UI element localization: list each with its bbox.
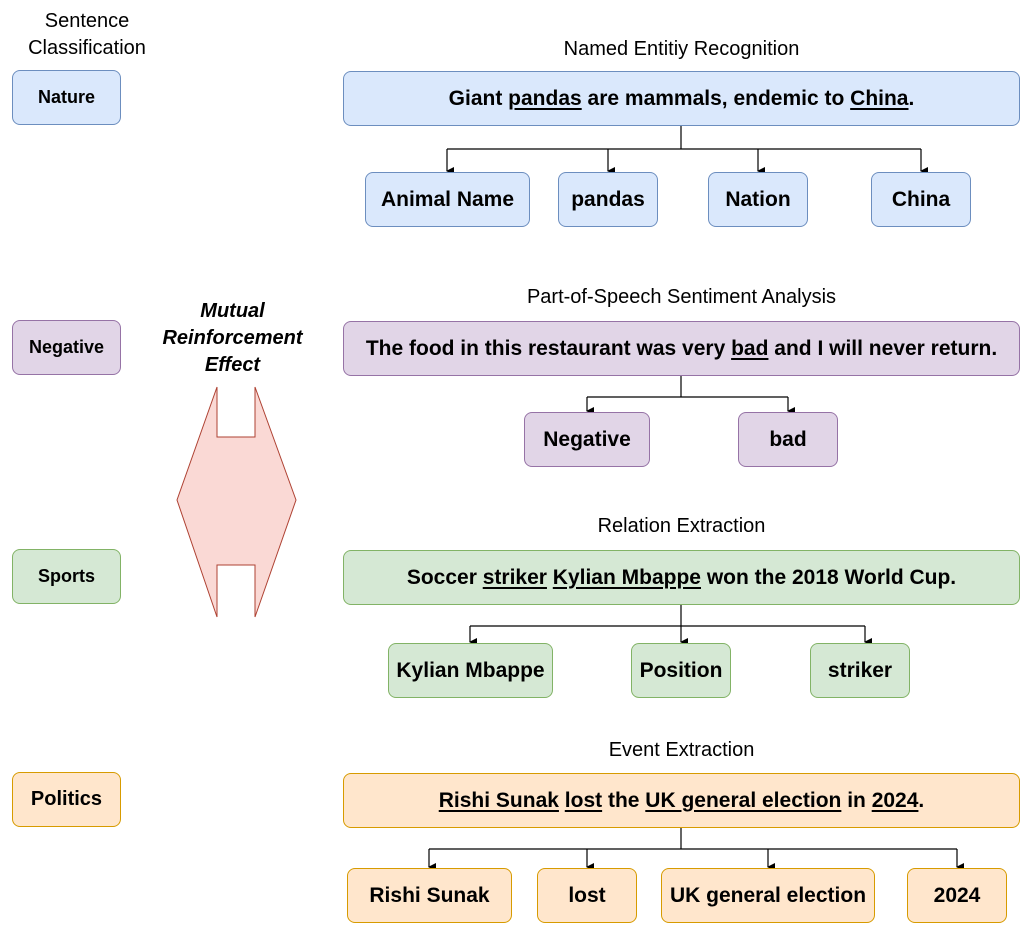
highlighted-span: striker <box>482 565 547 589</box>
entity-uk-general-election: UK general election <box>661 868 875 923</box>
entity-pandas: pandas <box>558 172 658 227</box>
sentence-fragment: . <box>908 86 915 110</box>
sentence-fragment: Soccer <box>406 565 483 589</box>
highlighted-span: Rishi Sunak <box>438 788 559 812</box>
entity-animal-name: Animal Name <box>365 172 530 227</box>
sentence-ner: Giant pandas are mammals, endemic to Chi… <box>343 71 1020 126</box>
sentence-fragment: . <box>918 788 925 812</box>
classification-title: Sentence Classification <box>28 10 146 59</box>
entity-nation: Nation <box>708 172 808 227</box>
category-sports: Sports <box>12 549 121 604</box>
sentence-fragment: won the 2018 World Cup. <box>701 565 957 589</box>
connector-trunk <box>429 828 957 850</box>
sentence-fragment: in <box>841 788 872 812</box>
sentence-text: Soccer striker Kylian Mbappe won the 201… <box>407 566 956 590</box>
category-negative: Negative <box>12 320 121 375</box>
task-title-relation: Relation Extraction <box>597 515 766 537</box>
entity-position: Position <box>631 643 731 698</box>
sentence-fragment: are mammals, endemic to <box>581 86 851 110</box>
highlighted-span: 2024 <box>871 788 919 812</box>
sentence-fragment: Giant <box>448 86 509 110</box>
highlighted-span: lost <box>564 788 603 812</box>
connector-trunk <box>447 126 921 150</box>
category-nature: Nature <box>12 70 121 125</box>
entity-bad: bad <box>738 412 838 467</box>
category-politics: Politics <box>12 772 121 827</box>
sentence-text: Rishi Sunak lost the UK general election… <box>439 789 925 813</box>
highlighted-span: China <box>850 86 909 110</box>
connector-trunk <box>470 605 865 627</box>
mutual-reinforcement-arrow <box>176 386 297 618</box>
task-title-ner: Named Entitiy Recognition <box>563 38 800 60</box>
highlighted-span: bad <box>731 336 769 360</box>
sentence-fragment: and I will never return. <box>768 336 998 360</box>
highlighted-span: UK general election <box>645 788 842 812</box>
entity-2024: 2024 <box>907 868 1007 923</box>
highlighted-span: pandas <box>508 86 582 110</box>
task-title-event: Event Extraction <box>608 739 755 761</box>
entity-negative: Negative <box>524 412 650 467</box>
sentence-fragment: The food in this restaurant was very <box>365 336 732 360</box>
entity-kylian-mbappe: Kylian Mbappe <box>388 643 553 698</box>
sentence-event: Rishi Sunak lost the UK general election… <box>343 773 1020 828</box>
sentence-text: The food in this restaurant was very bad… <box>366 337 997 361</box>
highlighted-span: Kylian Mbappe <box>552 565 701 589</box>
sentence-fragment: the <box>602 788 646 812</box>
connector-trunk <box>587 376 788 398</box>
sentence-text: Giant pandas are mammals, endemic to Chi… <box>449 87 915 111</box>
sentence-sentiment: The food in this restaurant was very bad… <box>343 321 1020 376</box>
entity-striker: striker <box>810 643 910 698</box>
entity-rishi-sunak: Rishi Sunak <box>347 868 512 923</box>
entity-lost: lost <box>537 868 637 923</box>
mutual-reinforcement-label: Mutual Reinforcement Effect <box>162 300 303 376</box>
task-title-sentiment: Part-of-Speech Sentiment Analysis <box>526 286 837 308</box>
entity-china: China <box>871 172 971 227</box>
sentence-relation: Soccer striker Kylian Mbappe won the 201… <box>343 550 1020 605</box>
